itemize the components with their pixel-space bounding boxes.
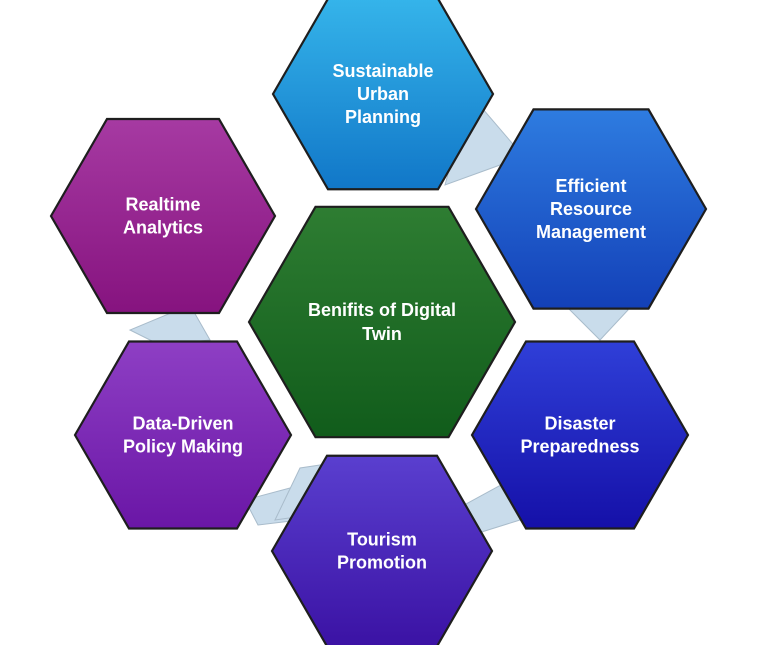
realtime-analytics-label-line: Analytics <box>123 218 203 238</box>
disaster-preparedness-label-line: Disaster <box>544 414 615 434</box>
efficient-resource-management-label-line: Resource <box>550 199 632 219</box>
realtime-analytics-shape <box>49 117 277 315</box>
disaster-preparedness-shape <box>470 340 690 530</box>
tourism-promotion-label-line: Promotion <box>337 553 427 573</box>
sustainable-urban-planning-label-line: Sustainable <box>332 61 433 81</box>
sustainable-urban-planning-shape <box>271 0 495 191</box>
tourism-promotion-shape <box>270 454 494 645</box>
data-driven-policy-making-label-line: Data-Driven <box>132 414 233 434</box>
benefits-of-digital-twin-label-line: Twin <box>362 324 402 344</box>
benefits-of-digital-twin-label-line: Benifits of Digital <box>308 300 456 320</box>
efficient-resource-management-shape <box>474 108 708 310</box>
sustainable-urban-planning-label-line: Planning <box>345 107 421 127</box>
sustainable-urban-planning-label-line: Urban <box>357 84 409 104</box>
data-driven-policy-making-shape <box>73 340 293 530</box>
tourism-promotion-label-line: Tourism <box>347 530 417 550</box>
efficient-resource-management-label-line: Efficient <box>555 176 626 196</box>
data-driven-policy-making-label-line: Policy Making <box>123 437 243 457</box>
disaster-preparedness-label-line: Preparedness <box>520 437 639 457</box>
realtime-analytics-label-line: Realtime <box>125 195 200 215</box>
efficient-resource-management-label-line: Management <box>536 222 646 242</box>
benefits-of-digital-twin-shape <box>247 205 517 439</box>
